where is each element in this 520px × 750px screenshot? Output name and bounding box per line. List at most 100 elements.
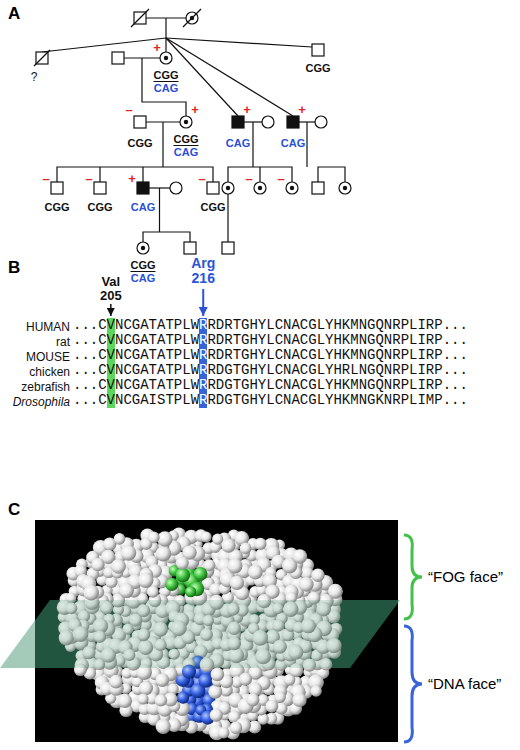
residue-arrow xyxy=(110,304,112,316)
affected-male-symbol xyxy=(137,182,149,194)
label-anchor: CAG xyxy=(174,142,198,160)
label-anchor: 216 xyxy=(192,269,215,287)
label-anchor: – xyxy=(125,100,132,118)
species-name: Drosophila xyxy=(13,395,70,410)
label-anchor: – xyxy=(42,169,49,187)
atom-sphere xyxy=(185,586,196,597)
sequence-segment: RDRTGHYLCNACGLYHKMNGQNRPLIRP... xyxy=(207,348,467,363)
sibship-line xyxy=(318,167,345,182)
label-anchor: CAG xyxy=(154,78,178,96)
atom-sphere xyxy=(230,721,243,734)
carrier-dot xyxy=(164,56,168,60)
genotype-label: CAG xyxy=(131,201,155,213)
label-anchor: CGG xyxy=(44,197,69,215)
genotype-label: CGG xyxy=(87,201,112,213)
test-result-sign: – xyxy=(198,172,205,185)
atom-sphere xyxy=(265,700,278,713)
atom-sphere xyxy=(210,709,223,722)
genotype-label: CAG xyxy=(154,82,178,94)
face-label: “FOG face” xyxy=(428,568,503,586)
label-anchor: – xyxy=(277,169,284,187)
species-name: chicken xyxy=(29,365,70,380)
atom-sphere xyxy=(121,545,137,561)
sequence-segment: ...C xyxy=(73,348,107,363)
atom-sphere xyxy=(218,727,230,739)
label-anchor: “FOG face” xyxy=(428,568,503,586)
test-result-sign: + xyxy=(243,103,251,116)
sequence-segment: NCGAISTPLW xyxy=(115,393,199,408)
test-result-sign: – xyxy=(245,172,252,185)
test-result-sign: + xyxy=(128,172,136,185)
sequence-row: ...CVNCGAISTPLWRRDGTGHYLCNACGLYHKMNGKNRP… xyxy=(73,393,468,408)
atom-sphere xyxy=(254,538,266,550)
female-symbol xyxy=(137,242,149,254)
atom-sphere xyxy=(155,694,167,706)
test-result-sign: + xyxy=(153,41,161,54)
atom-sphere xyxy=(292,693,306,707)
atom-sphere xyxy=(118,694,132,708)
label-anchor: + xyxy=(128,169,136,187)
descent-line xyxy=(166,38,312,47)
label-anchor: C xyxy=(8,500,20,520)
section-plane xyxy=(35,600,398,668)
residue-label: Arg xyxy=(191,256,215,271)
panel-letter: B xyxy=(8,258,20,278)
deceased-slash xyxy=(131,9,149,27)
atom-sphere xyxy=(83,585,99,601)
sequence-row: ...CVNCGATATPLWRRDGTGHYLCNACGLYHKMNGQNRP… xyxy=(73,378,468,393)
sequence-segment: RDGTGHYLCNACGLYHRLNGQNRPLIRP... xyxy=(207,363,467,378)
atom-sphere xyxy=(274,691,286,703)
descent-line xyxy=(159,188,160,232)
carrier-dot xyxy=(343,186,347,190)
carrier-dot xyxy=(184,120,188,124)
label-anchor: zebrafish xyxy=(21,377,70,395)
descent-line xyxy=(42,38,166,52)
label-anchor: – xyxy=(85,169,92,187)
male-symbol xyxy=(184,242,196,254)
label-anchor: – xyxy=(245,169,252,187)
label-anchor: + xyxy=(191,100,199,118)
atom-sphere xyxy=(156,719,171,734)
sequence-segment: V xyxy=(107,318,115,333)
plane-outside xyxy=(0,600,400,668)
sequence-segment: RDGTGHYLCNACGLYHKMNGQNRPLIRP... xyxy=(207,378,467,393)
atom-sphere xyxy=(299,577,314,592)
species-name: zebrafish xyxy=(21,380,70,395)
label-anchor: B xyxy=(8,258,20,278)
species-name: HUMAN xyxy=(26,320,70,335)
male-symbol xyxy=(134,116,146,128)
atom-sphere xyxy=(328,584,343,599)
atom-sphere xyxy=(175,568,190,583)
female-symbol xyxy=(180,116,192,128)
label-anchor: CGG xyxy=(127,133,152,151)
female-symbol xyxy=(315,116,327,128)
atom-sphere xyxy=(201,531,212,542)
genotype-label: CAG xyxy=(131,272,155,284)
sequence-segment: R xyxy=(199,318,207,333)
atom-sphere xyxy=(227,558,242,573)
atom-sphere xyxy=(138,693,149,704)
atom-sphere xyxy=(139,681,153,695)
sequence-row: ...CVNCGATATPLWRRDGTGHYLCNACGLYHRLNGQNRP… xyxy=(73,363,468,378)
atom-sphere xyxy=(157,531,172,546)
sequence-segment: NCGATATPLW xyxy=(115,333,199,348)
atom-sphere xyxy=(194,567,208,581)
test-result-sign: + xyxy=(298,103,306,116)
affected-male-symbol xyxy=(232,116,244,128)
atom-sphere xyxy=(147,586,159,598)
residue-label: Val xyxy=(101,275,120,289)
species-name: rat xyxy=(56,335,70,350)
label-anchor: “DNA face” xyxy=(428,675,501,693)
label-anchor: 205 xyxy=(100,286,122,304)
sequence-segment: R xyxy=(199,348,207,363)
atom-sphere xyxy=(109,675,123,689)
atom-sphere xyxy=(239,673,252,686)
test-result-sign: – xyxy=(42,172,49,185)
sequence-segment: V xyxy=(107,333,115,348)
deceased-slash xyxy=(34,50,50,66)
atom-sphere xyxy=(221,538,235,552)
atom-sphere xyxy=(156,546,171,561)
face-label: “DNA face” xyxy=(428,675,501,693)
female-symbol xyxy=(262,116,274,128)
atom-sphere xyxy=(165,578,178,591)
